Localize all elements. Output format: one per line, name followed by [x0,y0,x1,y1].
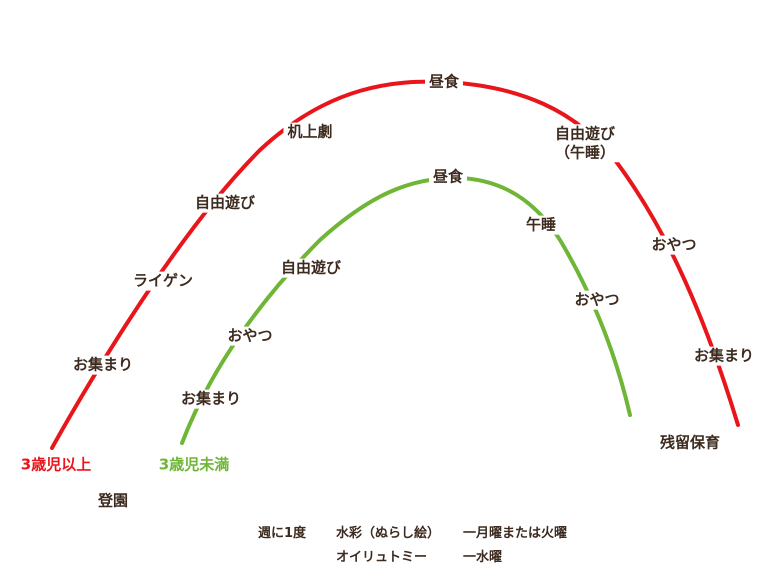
over3-free-play-label: 自由遊び [190,193,260,213]
note-eurythmy-day: 一水曜 [463,550,503,565]
note-watercolor-day: 一月曜または火曜 [463,526,568,541]
under3-free-play-label: 自由遊び [276,258,346,278]
under3-nap-label: 午睡 [521,215,561,235]
over3-free-play-nap-line2: （午睡） [554,143,616,161]
note-weekly: 週に1度 [258,526,307,541]
note-eurythmy: オイリュトミー [336,550,428,565]
over3-group-label: 3歳児以上 [20,455,92,474]
under3-snack-am-label: おやつ [223,326,277,346]
under3-group-label: 3歳児未満 [158,455,230,474]
start-label: 登園 [97,491,129,510]
over3-puppet-show-label: 机上劇 [283,122,337,142]
note-watercolor: 水彩（ぬらし絵） [336,526,441,541]
under3-gathering-label: お集まり [176,389,246,409]
under3-lunch-label: 昼食 [428,167,468,187]
end-label: 残留保育 [659,433,721,452]
over3-schedule-arc [50,79,740,450]
over3-gathering-end-label: お集まり [689,346,759,366]
under3-schedule-arc [180,175,632,445]
over3-free-play-nap-line1: 自由遊び [554,124,616,143]
over3-snack-label: おやつ [647,235,701,255]
under3-snack-pm-label: おやつ [570,290,624,310]
over3-gathering-label: お集まり [68,355,138,375]
over3-free-play-nap-label: 自由遊び （午睡） [550,124,620,162]
over3-rhythmic-label: ライゲン [128,271,198,291]
over3-lunch-label: 昼食 [424,72,464,92]
